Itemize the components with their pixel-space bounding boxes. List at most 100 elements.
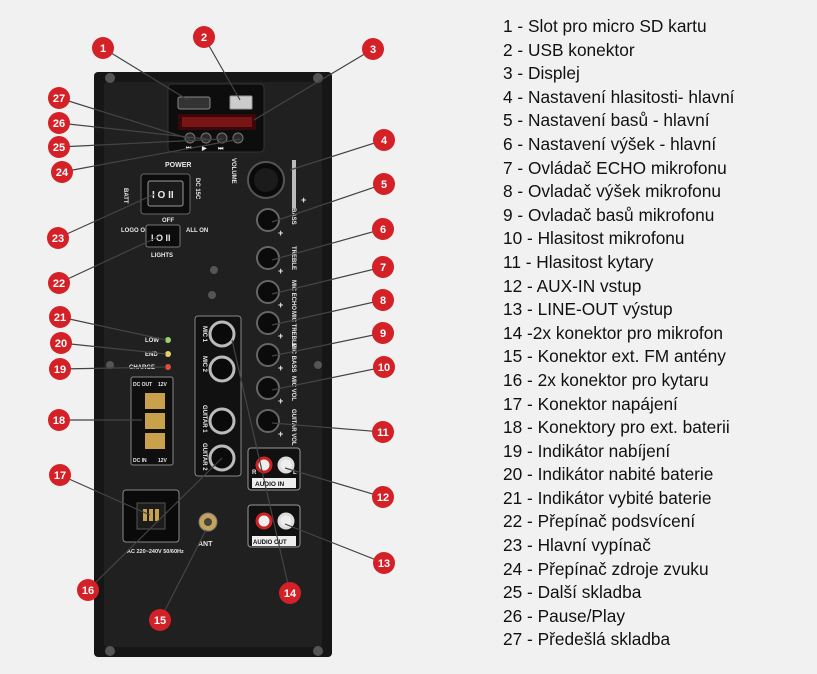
screw (313, 646, 323, 656)
screw (210, 266, 218, 274)
leader-line (271, 422, 384, 433)
callout-badge-circle (372, 421, 394, 443)
next-button[interactable] (216, 132, 228, 144)
callout-badge-number: 16 (82, 585, 94, 597)
callout-badge: 2 (193, 26, 215, 48)
legend-item: 19 - Indikátor nabíjení (503, 440, 671, 461)
callout-badge-circle (49, 464, 71, 486)
callout-badge-circle (48, 272, 70, 294)
terminal-label-12v: 12V (158, 382, 168, 388)
callout-badge-circle (372, 218, 394, 240)
callout-badge-circle (149, 609, 171, 631)
knob-group: +BASS+TREBLE+MIC ECHO+MIC TREBLE+MIC BAS… (256, 208, 296, 446)
mains-socket-inner (136, 502, 166, 530)
knob-plus: + (278, 266, 283, 276)
callout-badge-number: 24 (56, 167, 69, 179)
knob[interactable] (256, 311, 280, 335)
callout-badge: 19 (49, 358, 71, 380)
knob-plus: + (278, 228, 283, 238)
callout-badge-number: 18 (53, 415, 65, 427)
jack-mic-1[interactable] (208, 320, 236, 348)
callout-badge: 4 (373, 129, 395, 151)
legend-item: 23 - Hlavní vypínač (503, 535, 651, 556)
audio-out-r[interactable] (255, 512, 273, 530)
jack-mic-2[interactable] (208, 355, 236, 383)
knob-plus: + (278, 300, 283, 310)
usb-port[interactable] (229, 95, 253, 110)
battery-terminal[interactable] (145, 433, 165, 449)
antenna-connector-core (204, 518, 212, 526)
audio-out-l[interactable] (277, 512, 295, 530)
terminal-label-dc-out: DC OUT (133, 382, 152, 388)
callout-badge-circle (373, 129, 395, 151)
screw (105, 646, 115, 656)
volume-plus: + (301, 195, 306, 205)
callout-badge-number: 22 (53, 278, 65, 290)
callout-badge-number: 13 (378, 558, 390, 570)
callout-badge: 17 (49, 464, 71, 486)
callout-badge: 7 (372, 256, 394, 278)
power-switch-rocker[interactable] (147, 180, 184, 207)
callout-badge: 3 (362, 38, 384, 60)
jack-guitar-1[interactable] (208, 407, 236, 435)
audio-in-r[interactable] (255, 456, 273, 474)
callout-badge: 18 (48, 409, 70, 431)
legend-item: 8 - Ovladač výšek mikrofonu (503, 181, 722, 202)
callout-badge: 20 (50, 332, 72, 354)
callout-badge-circle (49, 306, 71, 328)
play-icon: ▶ (201, 145, 207, 152)
knob[interactable] (256, 208, 280, 232)
battery-terminal[interactable] (145, 413, 165, 429)
leader-line (87, 457, 223, 591)
legend-item: 21 - Indikátor vybité baterie (503, 487, 712, 508)
terminal-label-dc-in: DC IN (133, 458, 147, 464)
power-label: POWER (165, 162, 191, 169)
legend-item: 2 - USB konektor (503, 39, 635, 60)
callout-badge-circle (372, 256, 394, 278)
callout-badge: 8 (372, 289, 394, 311)
legend-item: 11 - Hlasitost kytary (503, 251, 654, 272)
sd-card-slot[interactable] (177, 96, 211, 110)
legend-item: 4 - Nastavení hlasitosti- hlavní (503, 86, 735, 107)
mains-label: AC 220~240V 50/60Hz (127, 549, 184, 555)
legend-item: 14 -2x konektor pro mikrofon (503, 322, 723, 343)
dc15-label: DC 15C (194, 178, 200, 200)
knob[interactable] (256, 376, 280, 400)
audio-in-label: AUDIO IN (255, 481, 285, 488)
leader-line (58, 138, 223, 148)
leader-line (60, 342, 167, 355)
leader-line (271, 332, 384, 357)
knob[interactable] (256, 409, 280, 433)
knob-label: BASS (290, 208, 296, 225)
lights-switch[interactable] (145, 224, 181, 248)
knob[interactable] (256, 246, 280, 270)
callout-badge: 15 (149, 609, 171, 631)
knob-label: MIC TREBLE (290, 311, 296, 348)
callout-badge-circle (362, 38, 384, 60)
legend-item: 16 - 2x konektor pro kytaru (503, 369, 709, 390)
callout-badge: 22 (48, 272, 70, 294)
knob[interactable] (256, 280, 280, 304)
display-digits (182, 117, 252, 127)
callout-badge-number: 21 (54, 312, 66, 324)
callout-badge-circle (48, 112, 70, 134)
callout-badge-number: 27 (53, 93, 65, 105)
callout-badge: 11 (372, 421, 394, 443)
callout-badge-number: 26 (53, 118, 65, 130)
leader-line (271, 228, 384, 261)
callout-badge-number: 12 (377, 492, 389, 504)
callout-badge-number: 5 (381, 179, 387, 191)
battery-terminal[interactable] (145, 393, 165, 409)
leader-line (253, 48, 374, 121)
audio-in-l-label: L (293, 470, 297, 476)
play-pause-button[interactable] (200, 132, 212, 144)
mode-button[interactable] (232, 132, 244, 144)
audio-in-l[interactable] (277, 456, 295, 474)
off-label: OFF (162, 218, 174, 224)
knob-plus: + (278, 396, 283, 406)
callout-badge-circle (49, 358, 71, 380)
callout-badge-number: 9 (380, 328, 386, 340)
callout-badges: 1234567891011121314151617181920212223242… (47, 26, 395, 631)
logo-on-label: LOGO ON (121, 228, 149, 234)
